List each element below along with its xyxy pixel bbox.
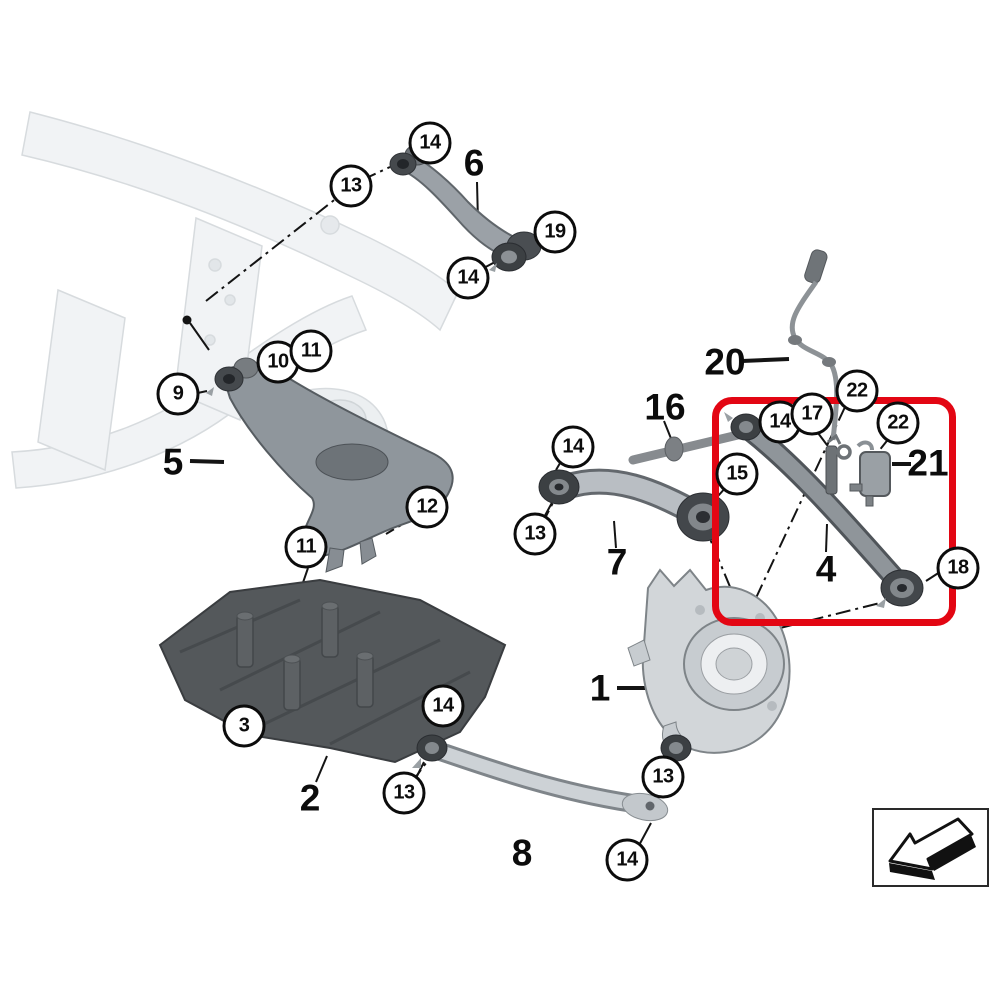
track-arm-8 [412, 734, 669, 822]
lower-wishbone-arm-5 [206, 357, 454, 573]
eccentric-pin-17 [825, 433, 852, 495]
wheel-carrier-1 [627, 568, 791, 772]
control-arm-7 [538, 468, 730, 542]
track-rod-4 [724, 412, 924, 608]
guard-plate-2 [158, 578, 507, 764]
mount-point-dot [182, 315, 192, 325]
retainer-bracket-21 [849, 440, 891, 507]
direction-indicator-box [872, 808, 989, 887]
arrow-down-left-icon [888, 817, 976, 880]
leader-lines-thick [189, 357, 911, 690]
highlight-box-part-4 [712, 397, 956, 626]
